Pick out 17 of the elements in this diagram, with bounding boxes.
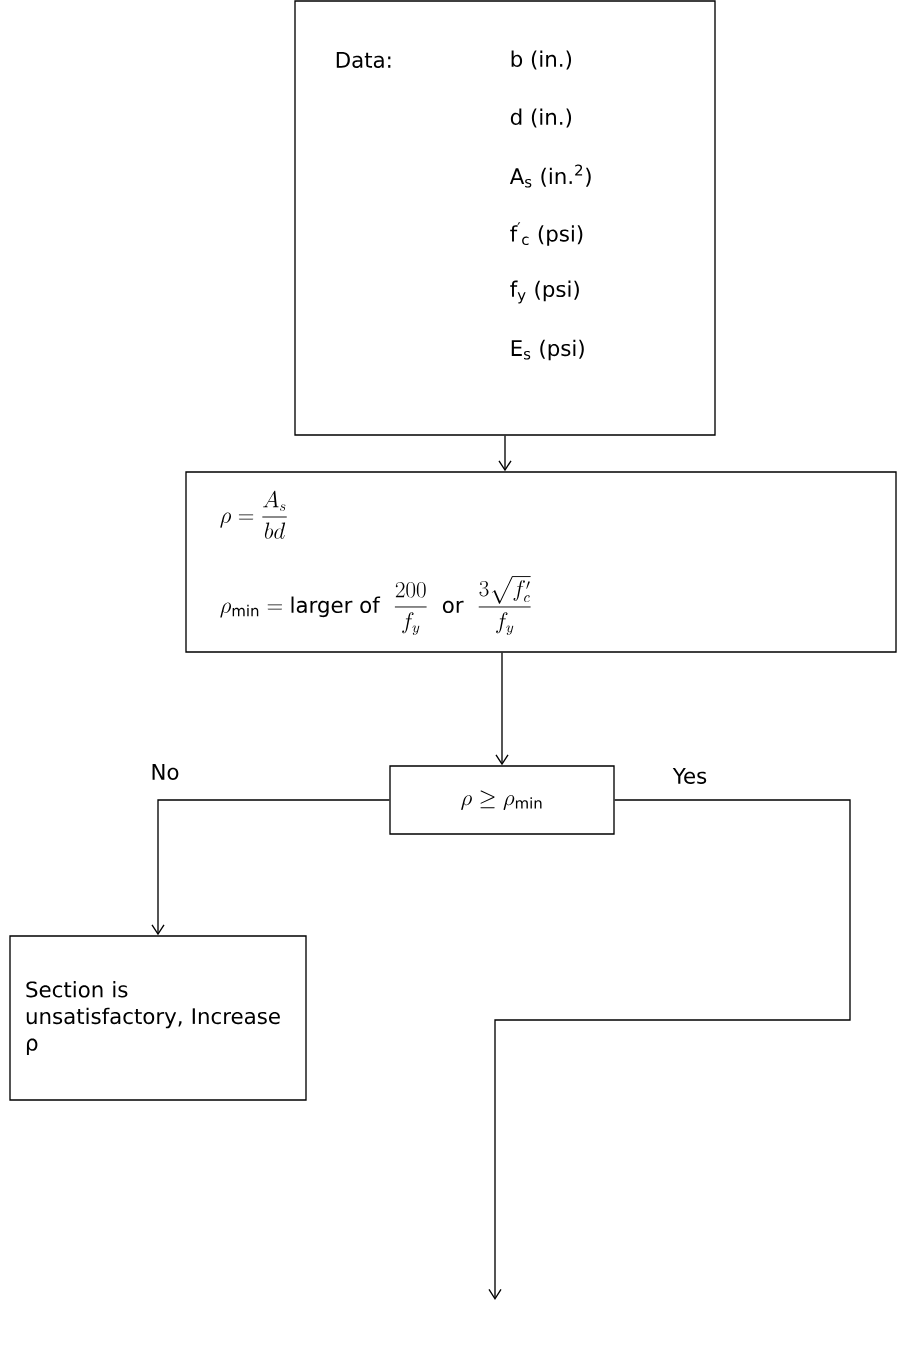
variable-label: A$_{s}$ (in.$^{2}$): [509, 164, 591, 188]
arrow: [488, 799, 851, 1300]
variable-label: f$_{y}$ (psi): [510, 280, 579, 304]
heading: Data:: [336, 52, 391, 68]
arrow: [151, 799, 390, 936]
process-box: Section is unsatisfactory, Increase ρ: [9, 935, 307, 1101]
edge-label: Yes: [671, 766, 709, 786]
edge-label: No: [149, 762, 181, 782]
variable-label: b (in.): [511, 50, 572, 70]
arrow: [498, 435, 512, 472]
formula: $\rho = \frac{A_s}{bd}$: [220, 490, 287, 539]
variable-label: f$^{′}$$_{c}$ (psi): [510, 222, 583, 246]
arrow: [495, 652, 509, 766]
variable-label: E$_{s}$ (psi): [511, 339, 584, 361]
variable-label: d (in.): [510, 108, 572, 128]
formula: $\rho_{\min} = \text{larger of }\ \frac{200}{f_y}\ \text{ or }\ \frac{3\sqrt{f'_c}}{f_y}$: [220, 576, 531, 635]
decision-box: $\rho \geq \rho_{\min}$: [389, 765, 615, 835]
